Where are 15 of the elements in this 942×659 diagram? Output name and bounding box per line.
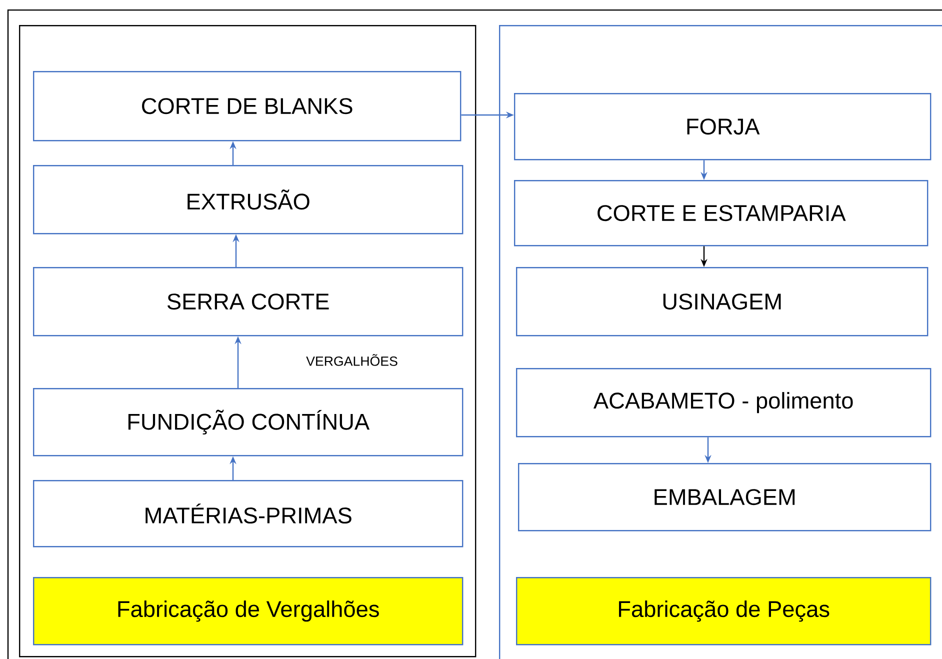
process-box: MATÉRIAS-PRIMAS (33, 480, 464, 548)
process-box: SERRA CORTE (33, 267, 464, 336)
title-box: Fabricação de Peças (516, 577, 932, 646)
process-box: CORTE DE BLANKS (33, 71, 462, 142)
process-box: USINAGEM (516, 267, 928, 336)
title-box: Fabricação de Vergalhões (33, 577, 464, 646)
process-box: CORTE E ESTAMPARIA (514, 180, 928, 246)
process-box: EXTRUSÃO (33, 165, 464, 234)
process-box: FUNDIÇÃO CONTÍNUA (33, 388, 464, 456)
group-panel (499, 25, 942, 659)
process-box: ACABAMETO - polimento (516, 368, 932, 438)
note-text: VERGALHÕES (306, 354, 398, 366)
group-panel (19, 25, 476, 658)
process-box: FORJA (514, 93, 932, 160)
process-box: EMBALAGEM (518, 463, 932, 532)
